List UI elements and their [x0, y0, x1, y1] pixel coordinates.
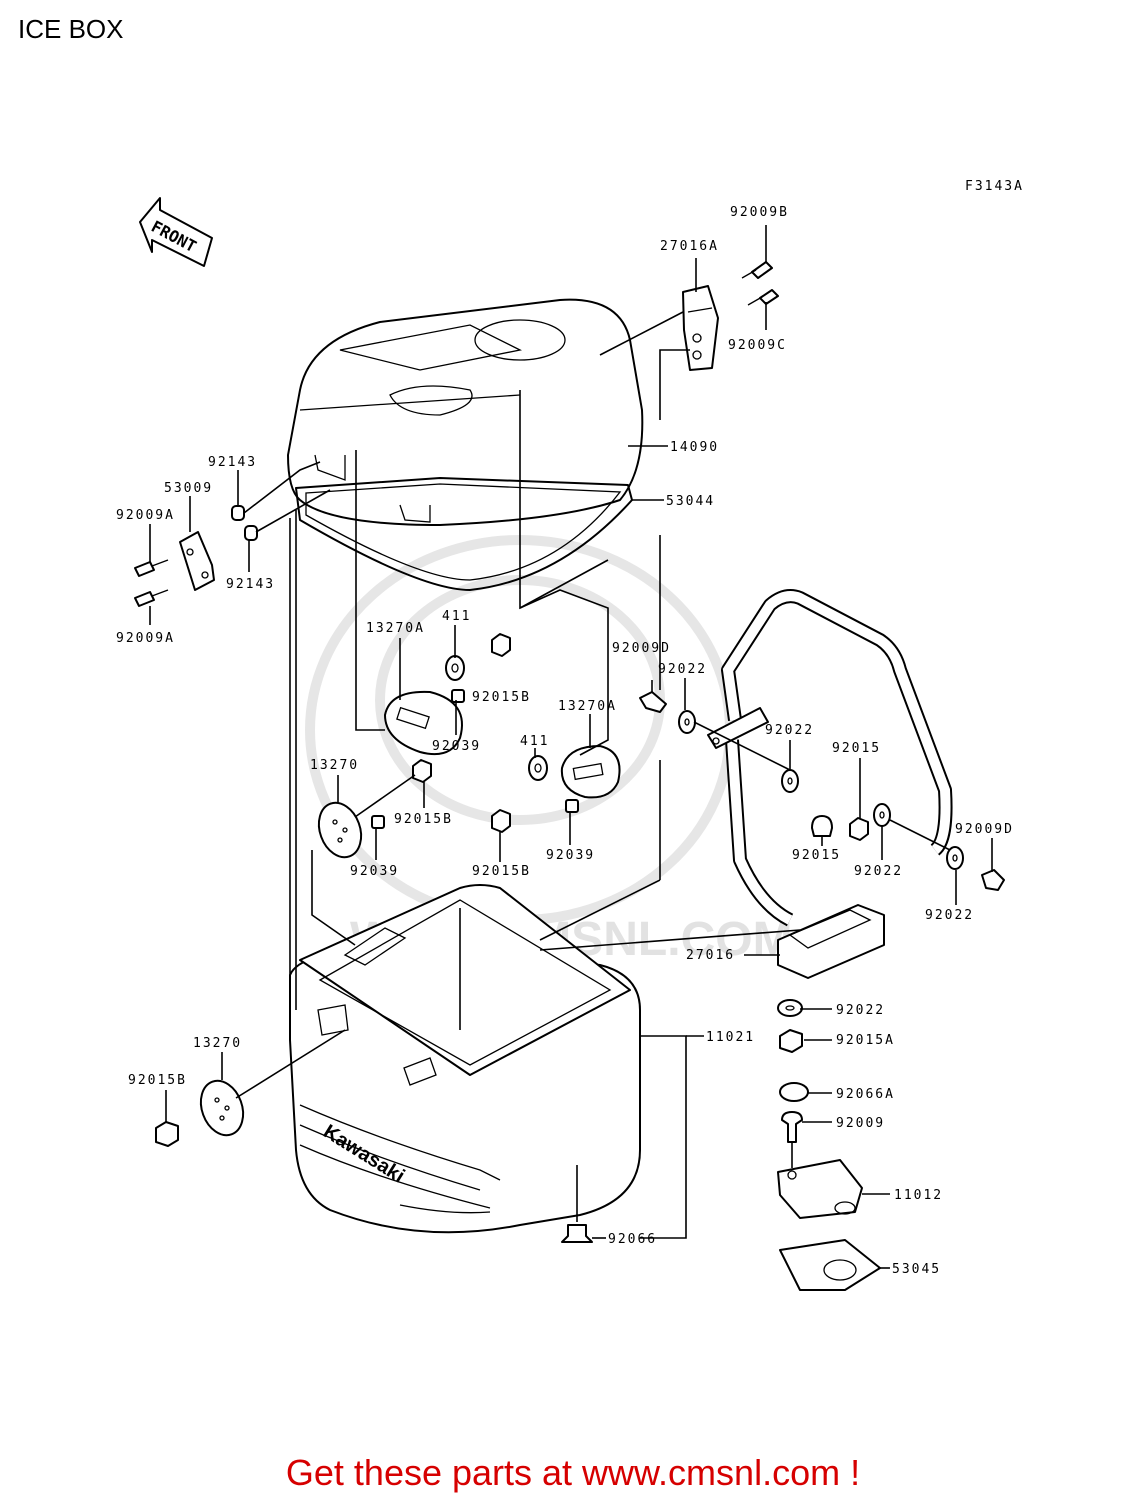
- label-92143-b: 92143: [226, 577, 275, 592]
- lid-14090: [287, 298, 644, 526]
- plate-13270-b: [199, 1079, 245, 1137]
- washer-92022-a: [678, 710, 696, 734]
- label-11021: 11021: [706, 1030, 755, 1045]
- washer-92022-c: [873, 803, 891, 827]
- plate-13270A-a: [384, 690, 463, 756]
- figure-code: F3143A: [965, 179, 1024, 194]
- nut-92015-b: [849, 817, 869, 841]
- collar-92143-b: [244, 525, 258, 541]
- label-92015A: 92015A: [836, 1033, 895, 1048]
- screw-92009: [781, 1111, 803, 1143]
- label-27016: 27016: [686, 948, 735, 963]
- bolt-92009D-b: [981, 869, 1005, 891]
- page-title: ICE BOX: [18, 14, 124, 44]
- label-53044: 53044: [666, 494, 715, 509]
- watermark: WWW.CMSNL.COM: [305, 535, 793, 966]
- front-arrow-icon: FRONT: [139, 197, 213, 267]
- label-92015B-b: 92015B: [394, 812, 453, 827]
- label-92022-d: 92022: [925, 908, 974, 923]
- label-92015B-d: 92015B: [128, 1073, 187, 1088]
- label-92022-c: 92022: [854, 864, 903, 879]
- label-92009A-a: 92009A: [116, 508, 175, 523]
- label-92009: 92009: [836, 1116, 885, 1131]
- plate-53045: [779, 1239, 881, 1291]
- nut-92015B-c: [491, 809, 511, 833]
- label-92022-e: 92022: [836, 1003, 885, 1018]
- label-411-b: 411: [520, 734, 549, 749]
- washer-411-b: [528, 755, 548, 781]
- label-92039-a: 92039: [432, 739, 481, 754]
- screw-92009C: [747, 289, 779, 306]
- label-92039-c: 92039: [350, 864, 399, 879]
- label-13270A-b: 13270A: [558, 699, 617, 714]
- collar-92143-a: [231, 505, 245, 521]
- label-92022-b: 92022: [765, 723, 814, 738]
- screw-92009A-b: [134, 589, 169, 607]
- latch-27016A: [682, 285, 719, 371]
- stud-92039-b: [565, 799, 579, 813]
- label-92143-a: 92143: [208, 455, 257, 470]
- hinge-53009: [179, 531, 215, 591]
- label-92015-b: 92015: [792, 848, 841, 863]
- latch-base-27016: [777, 904, 885, 979]
- label-411-a: 411: [442, 609, 471, 624]
- label-92066A: 92066A: [836, 1087, 895, 1102]
- label-14090: 14090: [670, 440, 719, 455]
- label-92009D-b: 92009D: [955, 822, 1014, 837]
- cap-nut-92015-a: [811, 815, 833, 837]
- plug-92066A: [779, 1082, 809, 1102]
- plate-13270A-b: [560, 745, 621, 799]
- screw-92009A-a: [134, 559, 169, 577]
- label-53045: 53045: [892, 1262, 941, 1277]
- label-13270A-a: 13270A: [366, 621, 425, 636]
- nut-92015B-b: [412, 759, 432, 783]
- label-13270-b: 13270: [193, 1036, 242, 1051]
- washer-411-a: [445, 655, 465, 681]
- label-92015B-c: 92015B: [472, 864, 531, 879]
- washer-92022-b: [781, 769, 799, 793]
- washer-92022-e: [777, 999, 803, 1017]
- cta-link[interactable]: Get these parts at www.cmsnl.com !: [285, 1452, 861, 1493]
- leader-lines: [149, 225, 993, 1269]
- label-13270-a: 13270: [310, 758, 359, 773]
- bolt-92009D-a: [639, 691, 667, 713]
- nut-92015A: [779, 1029, 803, 1053]
- nut-92015B-d: [155, 1121, 179, 1147]
- nut-92015B-a: [491, 633, 511, 657]
- label-92009B: 92009B: [730, 205, 789, 220]
- stud-92039-a: [451, 689, 465, 703]
- box-body-11021: Kawasaki: [289, 884, 641, 1234]
- label-92039-b: 92039: [546, 848, 595, 863]
- label-92022-a: 92022: [658, 662, 707, 677]
- drain-plug-92066: [561, 1224, 593, 1243]
- washer-92022-d: [946, 846, 964, 870]
- screw-92009B: [741, 261, 773, 279]
- handle-bar: [707, 589, 953, 927]
- stud-92039-c: [371, 815, 385, 829]
- bracket-11012: [777, 1159, 863, 1219]
- label-92009C: 92009C: [728, 338, 787, 353]
- label-92015B-a: 92015B: [472, 690, 531, 705]
- label-27016A: 27016A: [660, 239, 719, 254]
- label-92009D-a: 92009D: [612, 641, 671, 656]
- label-53009: 53009: [164, 481, 213, 496]
- label-11012: 11012: [894, 1188, 943, 1203]
- label-92009A-b: 92009A: [116, 631, 175, 646]
- label-92015-a: 92015: [832, 741, 881, 756]
- part-labels: 92009B 27016A 92009C 14090 53044 92143 5…: [116, 205, 1014, 1277]
- label-92066: 92066: [608, 1232, 657, 1247]
- gasket-53044: [295, 477, 633, 591]
- plate-13270-a: [317, 801, 363, 859]
